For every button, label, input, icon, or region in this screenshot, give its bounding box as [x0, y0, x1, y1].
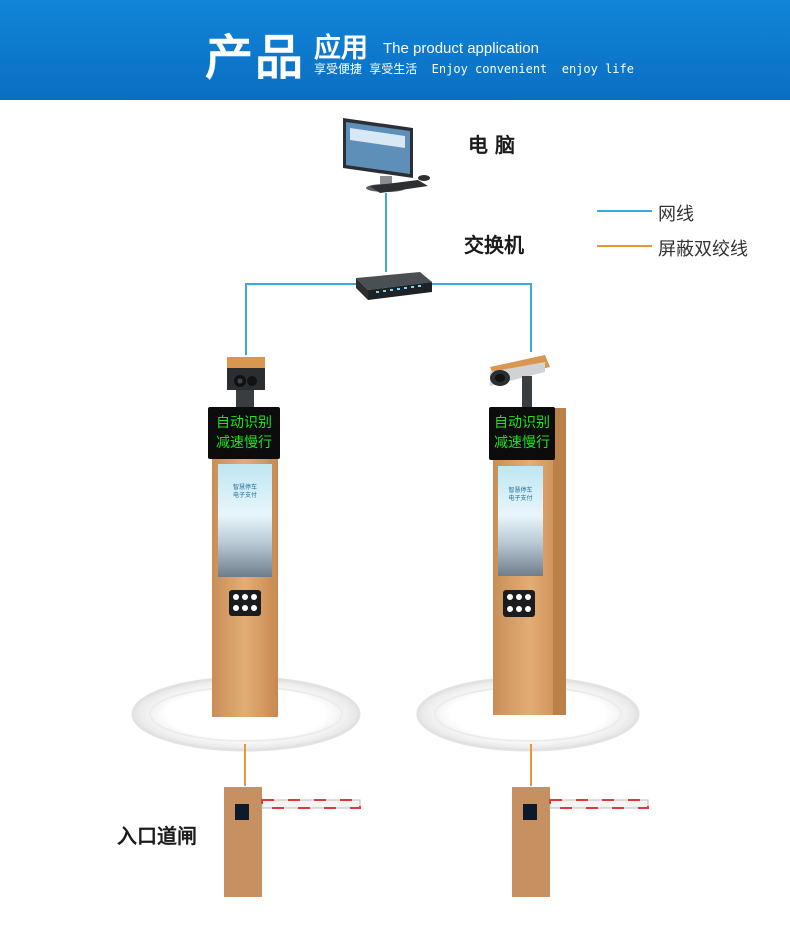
- label-gate: 入口道闸: [117, 824, 197, 848]
- label-switch: 交换机: [464, 233, 524, 257]
- kiosk-right-led-line1: 自动识别: [494, 415, 550, 431]
- barrier-arm-right: [549, 799, 649, 809]
- kiosk-right: [489, 407, 566, 715]
- banner-slogan: 享受便捷 享受生活 Enjoy convenient enjoy life: [314, 62, 634, 76]
- kiosk-left-screen-text: 智慧停车 电子支付: [232, 484, 257, 499]
- legend-label-shielded: 屏蔽双绞线: [658, 239, 748, 260]
- camera-right: [490, 355, 550, 408]
- banner-title-en: The product application: [383, 40, 539, 57]
- barrier-gate-right: [512, 744, 649, 897]
- barrier-arm-left: [261, 799, 361, 809]
- kiosk-right-screen-text: 智慧停车 电子支付: [508, 487, 533, 502]
- header-banner: 产品 应用 The product application 享受便捷 享受生活 …: [0, 0, 790, 100]
- legend-label-network: 网线: [658, 204, 694, 225]
- camera-left: [227, 357, 265, 408]
- switch-icon: [356, 272, 432, 300]
- computer-icon: [343, 118, 430, 193]
- kiosk-left-led-line1: 自动识别: [216, 415, 272, 431]
- label-computer: 电 脑: [468, 133, 515, 157]
- network-cables: [245, 193, 532, 355]
- kiosk-left-led-line2: 减速慢行: [216, 435, 272, 451]
- barrier-gate-left: [224, 744, 361, 897]
- banner-title-big: 产品: [205, 30, 306, 86]
- kiosk-right-led-line2: 减速慢行: [494, 435, 550, 451]
- banner-title-mid: 应用: [314, 33, 368, 64]
- kiosk-left: [208, 407, 280, 717]
